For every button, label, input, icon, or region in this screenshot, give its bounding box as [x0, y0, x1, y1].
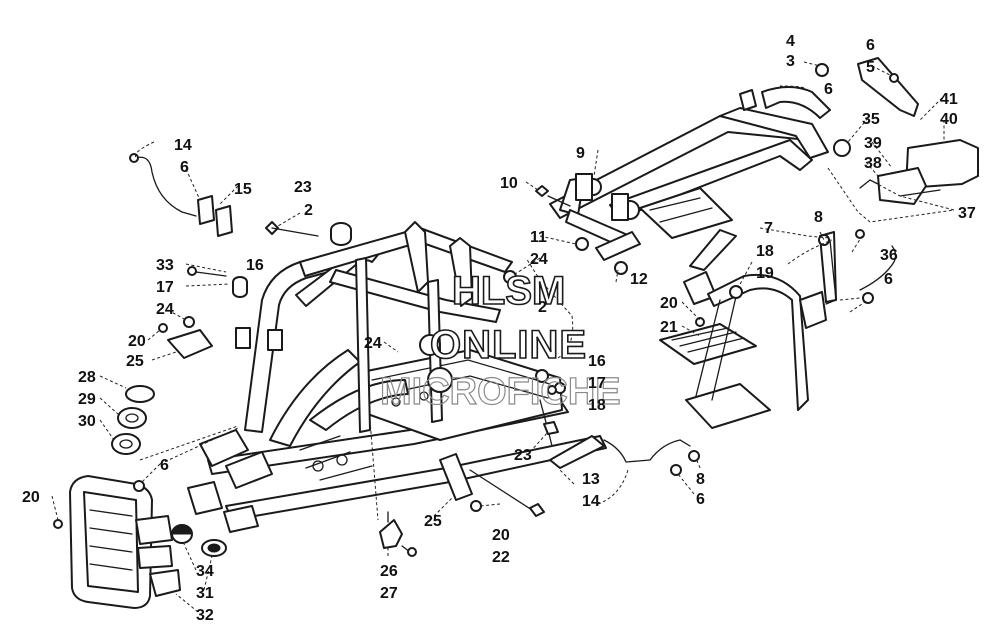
hardware-parts: [53, 63, 899, 557]
callout: 23: [514, 447, 532, 464]
callout: 37: [958, 205, 976, 222]
callout: 8: [814, 209, 823, 226]
rear-subframe: [549, 86, 831, 305]
callout: 20: [492, 527, 510, 544]
callout: 12: [630, 271, 648, 288]
callout: 29: [78, 391, 96, 408]
callout: 26: [380, 563, 398, 580]
watermark-line1: HLSM: [452, 269, 565, 313]
callout: 22: [492, 549, 510, 566]
callout: 15: [234, 181, 252, 198]
callout: 23: [294, 179, 312, 196]
callout: 4: [786, 33, 795, 50]
callout: 6: [884, 271, 893, 288]
callout: 6: [696, 491, 705, 508]
callout: 16: [246, 257, 264, 274]
callout: 14: [174, 137, 192, 154]
callout: 7: [764, 220, 773, 237]
callout: 27: [380, 585, 398, 602]
callout: 25: [126, 353, 144, 370]
callout: 36: [880, 247, 898, 264]
footrest-assembly: [659, 231, 837, 429]
callout: 17: [156, 279, 174, 296]
callout: 21: [660, 319, 678, 336]
callout: 13: [582, 471, 600, 488]
callout: 31: [196, 585, 214, 602]
callout: 24: [156, 301, 174, 318]
callout: 20: [128, 333, 146, 350]
callout: 11: [530, 229, 547, 246]
callout: 18: [756, 243, 774, 260]
callout: 6: [866, 37, 875, 54]
callout: 25: [424, 513, 442, 530]
callout: 39: [864, 135, 882, 152]
callout: 6: [824, 81, 833, 98]
callout: 20: [660, 295, 678, 312]
callout: 17: [588, 375, 606, 392]
callout: 16: [588, 353, 606, 370]
callout: 6: [160, 457, 169, 474]
callout: 20: [22, 489, 40, 506]
callout: 32: [196, 607, 214, 624]
watermark-line3: MICROFICHE: [380, 371, 621, 413]
tail-light-assembly: [833, 57, 979, 291]
callout: 38: [864, 155, 882, 172]
callout: 19: [756, 265, 774, 282]
callout: 2: [538, 299, 547, 316]
callout: 34: [196, 563, 214, 580]
leader-lines: [51, 61, 955, 613]
main-frame: [187, 221, 607, 533]
callout: 8: [696, 471, 705, 488]
callout: 33: [156, 257, 174, 274]
watermark: HLSM ONLINE MICROFICHE: [379, 268, 621, 413]
callout: 9: [576, 145, 585, 162]
callout: 5: [866, 59, 875, 76]
callout: 10: [500, 175, 518, 192]
callout: 30: [78, 413, 96, 430]
callout: 35: [862, 111, 880, 128]
callout: 24: [364, 335, 382, 352]
callout: 14: [582, 493, 600, 510]
callout-labels: 2 2 3 4 5 6 6 6 6 6 6 6 7 8 8 9 10 11 12…: [22, 33, 976, 624]
callout: 40: [940, 111, 958, 128]
front-bumper: [69, 475, 181, 609]
callout: 6: [180, 159, 189, 176]
watermark-line2: ONLINE: [430, 323, 587, 367]
callout: 18: [588, 397, 606, 414]
callout: 28: [78, 369, 96, 386]
callout: 41: [940, 91, 958, 108]
callout: 24: [530, 251, 548, 268]
callout: 3: [786, 53, 795, 70]
callout: 2: [304, 202, 313, 219]
